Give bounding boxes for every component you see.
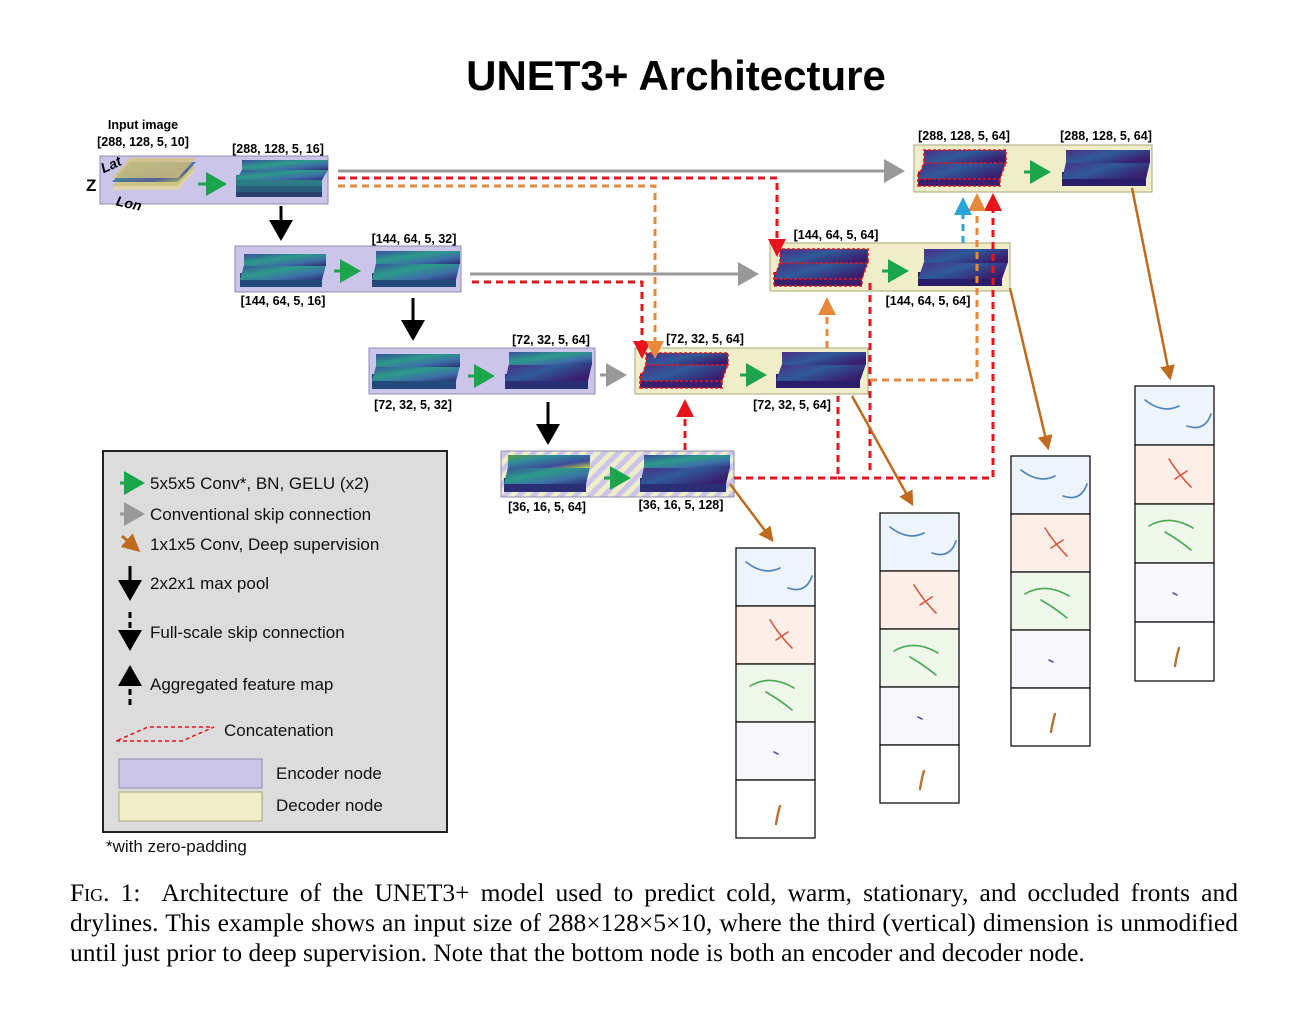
- output-panel-front-trace: [1172, 592, 1178, 596]
- figure-caption: Fig. 1: Architecture of the UNET3+ model…: [70, 878, 1238, 968]
- output-panel-cell: [735, 547, 816, 607]
- dec3-stack-out: [776, 352, 866, 388]
- enc1-out-shape: [288, 128, 5, 16]: [232, 142, 324, 156]
- deep-supervision-arrows: [729, 187, 1175, 542]
- output-panel-cell: [1010, 687, 1091, 747]
- output-panel-front-trace: [1168, 458, 1192, 488]
- output-panel-cell: [879, 744, 960, 804]
- output-panel-cell: [879, 628, 960, 688]
- output-panel-cell: [1134, 385, 1215, 446]
- enc3-out-shape: [72, 32, 5, 64]: [512, 333, 590, 347]
- dec2-out-shape: [144, 64, 5, 64]: [886, 294, 971, 308]
- conv-arrows: [198, 160, 1051, 490]
- output-panel-front-trace: [774, 804, 782, 826]
- dec2-stack-in: [772, 248, 870, 287]
- caption-text: Architecture of the UNET3+ model used to…: [70, 878, 1239, 967]
- enc1-stack: [236, 160, 328, 197]
- legend-fullskip-text: Full-scale skip connection: [150, 623, 345, 642]
- bottom-in-shape: [36, 16, 5, 64]: [508, 500, 586, 514]
- dec2-stack-out: [918, 249, 1008, 286]
- output-panel-front-trace: [745, 561, 813, 591]
- output-panel-cell: [1010, 455, 1091, 515]
- dec2-in-shape: [144, 64, 5, 64]: [794, 228, 879, 242]
- bottom-stack-out: [640, 455, 730, 492]
- diagram-title: UNET3+ Architecture: [466, 52, 886, 99]
- legend-decoder-text: Decoder node: [276, 796, 383, 815]
- output-panel-front-trace: [773, 751, 779, 755]
- output-panel-cell: [1134, 621, 1215, 682]
- output-panel-front-trace: [1044, 527, 1068, 557]
- enc2-out-shape: [144, 64, 5, 32]: [372, 232, 457, 246]
- footnote: *with zero-padding: [106, 837, 247, 856]
- legend-encoder-text: Encoder node: [276, 764, 382, 783]
- dec3-stack-in: [638, 352, 730, 389]
- legend-deep-arrow: [120, 533, 141, 552]
- enc3-stack-in: [372, 354, 460, 389]
- bottom-stack-in: [504, 455, 590, 492]
- legend-encoder-swatch: [118, 758, 263, 789]
- legend-conv-text: 5x5x5 Conv*, BN, GELU (x2): [150, 474, 369, 493]
- dec1-stack-out: [1062, 150, 1150, 186]
- legend: 5x5x5 Conv*, BN, GELU (x2) Conventional …: [102, 450, 448, 833]
- enc3-stack-out: [505, 352, 592, 389]
- input-label: Input image: [108, 118, 178, 132]
- legend-concat-text: Concatenation: [224, 721, 334, 740]
- feature-maps: [112, 149, 1150, 492]
- fullskip-red: [338, 176, 1002, 480]
- output-panel-cell: [879, 512, 960, 572]
- output-panel-front-trace: [1048, 659, 1054, 663]
- output-panel-cell: [735, 605, 816, 665]
- fullskip-orange: [338, 184, 986, 382]
- legend-decoder-swatch: [118, 791, 263, 822]
- input-shape-label: [288, 128, 5, 10]: [97, 135, 189, 149]
- output-panel-front-trace: [749, 679, 795, 711]
- output-panels: [735, 385, 1215, 839]
- output-panel-cell: [1010, 629, 1091, 689]
- dec3-out-shape: [72, 32, 5, 64]: [753, 398, 831, 412]
- output-panel-cell: [1134, 562, 1215, 623]
- output-panel-cell: [879, 686, 960, 746]
- legend-deep-text: 1x1x5 Conv, Deep supervision: [150, 535, 379, 554]
- enc2-in-shape: [144, 64, 5, 16]: [241, 294, 326, 308]
- legend-pool-text: 2x2x1 max pool: [150, 574, 269, 593]
- output-panel-cell: [1134, 444, 1215, 505]
- output-panel-cell: [735, 721, 816, 781]
- output-panel-cell: [735, 779, 816, 839]
- pool-arrows: [269, 206, 560, 445]
- output-panel-front-trace: [918, 769, 926, 791]
- output-panel-front-trace: [1024, 587, 1070, 619]
- output-panel-front-trace: [913, 584, 937, 614]
- output-panel-front-trace: [889, 526, 957, 556]
- output-panel-front-trace: [1144, 399, 1212, 429]
- output-panel-front-trace: [917, 716, 923, 720]
- legend-concat-shape: [115, 726, 215, 742]
- output-panel-front-trace: [1020, 469, 1088, 499]
- output-panel-front-trace: [1148, 519, 1194, 551]
- dec1-in-shape: [288, 128, 5, 64]: [918, 129, 1010, 143]
- legend-skip-text: Conventional skip connection: [150, 505, 371, 524]
- output-panel-cell: [1010, 571, 1091, 631]
- bottom-out-shape: [36, 16, 5, 128]: [639, 498, 724, 512]
- dec1-out-shape: [288, 128, 5, 64]: [1060, 129, 1152, 143]
- enc2-stack-in: [240, 254, 326, 287]
- output-panel-front-trace: [769, 619, 793, 649]
- output-panel-front-trace: [893, 644, 939, 676]
- output-panel-front-trace: [1173, 646, 1181, 668]
- enc2-stack-out: [372, 251, 460, 287]
- output-panel-cell: [735, 663, 816, 723]
- axis-lon-label: Lon: [115, 193, 143, 214]
- dec1-stack-in: [916, 149, 1008, 187]
- output-panel-front-trace: [1049, 712, 1057, 734]
- caption-fig-label: Fig. 1:: [70, 878, 141, 907]
- output-panel-cell: [1010, 513, 1091, 573]
- output-panel-cell: [1134, 503, 1215, 564]
- legend-agg-text: Aggregated feature map: [150, 675, 333, 694]
- enc3-in-shape: [72, 32, 5, 32]: [374, 398, 452, 412]
- skip-arrows: [338, 159, 905, 387]
- input-image-stack: [112, 158, 196, 190]
- output-panel-cell: [879, 570, 960, 630]
- dec3-in-shape: [72, 32, 5, 64]: [666, 332, 744, 346]
- axis-z-label: Z: [86, 176, 96, 195]
